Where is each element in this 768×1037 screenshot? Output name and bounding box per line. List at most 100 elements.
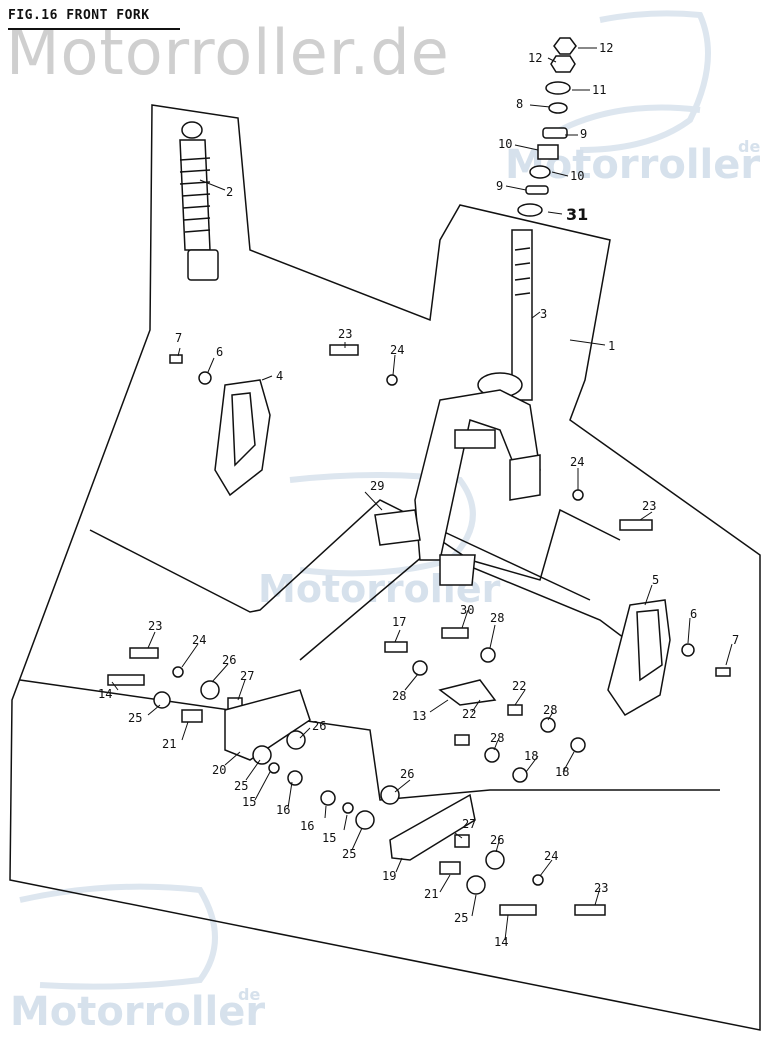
watermark-right-suffix: de <box>738 137 760 156</box>
label-27b: 27 <box>462 817 476 831</box>
link-plate-20 <box>224 689 311 761</box>
washer-26d <box>485 850 505 870</box>
label-24a: 24 <box>390 343 404 357</box>
label-19: 19 <box>382 869 396 883</box>
washer-25b <box>252 745 272 765</box>
label-12a: 12 <box>599 41 613 55</box>
label-26a: 26 <box>222 653 236 667</box>
label-6b: 6 <box>690 607 697 621</box>
bolt-30 <box>441 627 469 639</box>
nut-16a <box>287 770 303 786</box>
label-16a: 16 <box>276 803 290 817</box>
axle-mount-29 <box>374 509 421 546</box>
label-22b: 22 <box>462 707 476 721</box>
label-23c: 23 <box>148 619 162 633</box>
label-1: 1 <box>608 339 615 353</box>
label-6a: 6 <box>216 345 223 359</box>
washer-28a <box>480 647 496 663</box>
label-27a: 27 <box>240 669 254 683</box>
sleeve-21a <box>181 709 203 723</box>
label-23d: 23 <box>594 881 608 895</box>
bushing-22b <box>454 734 470 746</box>
fender-bracket-left <box>214 379 271 497</box>
washer-24d <box>532 874 544 886</box>
lower-left-boundary <box>89 499 591 613</box>
label-30: 30 <box>460 603 474 617</box>
bolt-14b <box>499 904 537 916</box>
washer-28c <box>540 717 556 733</box>
label-9b: 9 <box>496 179 503 193</box>
label-31: 31 <box>566 205 588 224</box>
bolt-23c <box>129 647 159 659</box>
washer-15b <box>342 802 354 814</box>
fender-bracket-right <box>607 599 671 716</box>
sleeve-21b <box>439 861 461 875</box>
label-7a: 7 <box>175 331 182 345</box>
fork-assembly <box>374 229 541 586</box>
washer-6b <box>681 643 695 657</box>
leader-lines <box>111 47 733 941</box>
fork-boundary <box>439 508 621 581</box>
washer-26c <box>380 785 400 805</box>
label-16b: 16 <box>300 819 314 833</box>
label-28d: 28 <box>490 731 504 745</box>
label-25b: 25 <box>234 779 248 793</box>
bushing-27b <box>454 834 470 848</box>
label-4: 4 <box>276 369 283 383</box>
race-31 <box>517 203 543 217</box>
label-26d: 26 <box>490 833 504 847</box>
label-10b: 10 <box>570 169 584 183</box>
label-24d: 24 <box>544 849 558 863</box>
lock-washer-9 <box>542 127 568 139</box>
washer-25a <box>153 691 171 709</box>
bearing-cup-10 <box>537 144 559 160</box>
washer-6a <box>198 371 212 385</box>
label-18a: 18 <box>524 749 538 763</box>
nut-18b <box>570 737 586 753</box>
washer-26b <box>286 730 306 750</box>
steering-stem <box>511 229 533 401</box>
washer-28b <box>412 660 428 676</box>
label-26b: 26 <box>312 719 326 733</box>
label-25c: 25 <box>342 847 356 861</box>
washer-25d <box>466 875 486 895</box>
watermark-bottom-left: Motorroller <box>10 989 265 1035</box>
label-25a: 25 <box>128 711 142 725</box>
bolt-14a <box>107 674 145 686</box>
label-21a: 21 <box>162 737 176 751</box>
bolt-7b <box>715 667 731 677</box>
label-24b: 24 <box>570 455 584 469</box>
bushing-22a <box>507 704 523 716</box>
label-29: 29 <box>370 479 384 493</box>
label-7b: 7 <box>732 633 739 647</box>
label-28b: 28 <box>392 689 406 703</box>
bracket-13 <box>438 679 497 706</box>
label-26c: 26 <box>400 767 414 781</box>
stem-nut-stack <box>517 37 577 217</box>
bolt-7a <box>169 354 183 364</box>
watermark-scooter-right <box>558 10 711 153</box>
label-15a: 15 <box>242 795 256 809</box>
label-28a: 28 <box>490 611 504 625</box>
bearing-10b <box>529 165 551 179</box>
washer-8 <box>548 102 568 114</box>
label-23b: 23 <box>642 499 656 513</box>
label-8: 8 <box>516 97 523 111</box>
watermark-scooter-bottom-left <box>19 883 218 990</box>
label-5: 5 <box>652 573 659 587</box>
label-18b: 18 <box>555 765 569 779</box>
label-2: 2 <box>226 185 233 199</box>
part-callouts: 12 12 11 8 9 10 10 9 31 2 3 1 23 24 7 6 … <box>98 41 739 949</box>
label-15b: 15 <box>322 831 336 845</box>
nut-18a <box>512 767 528 783</box>
outer-boundary <box>9 104 761 1031</box>
washer-24a <box>386 374 398 386</box>
washer-11 <box>545 81 571 95</box>
nut-16b <box>320 790 336 806</box>
lower-mount <box>439 554 476 586</box>
nut-12 <box>553 37 577 55</box>
label-24c: 24 <box>192 633 206 647</box>
link-plate-19 <box>389 793 476 861</box>
washer-9b <box>525 185 549 195</box>
